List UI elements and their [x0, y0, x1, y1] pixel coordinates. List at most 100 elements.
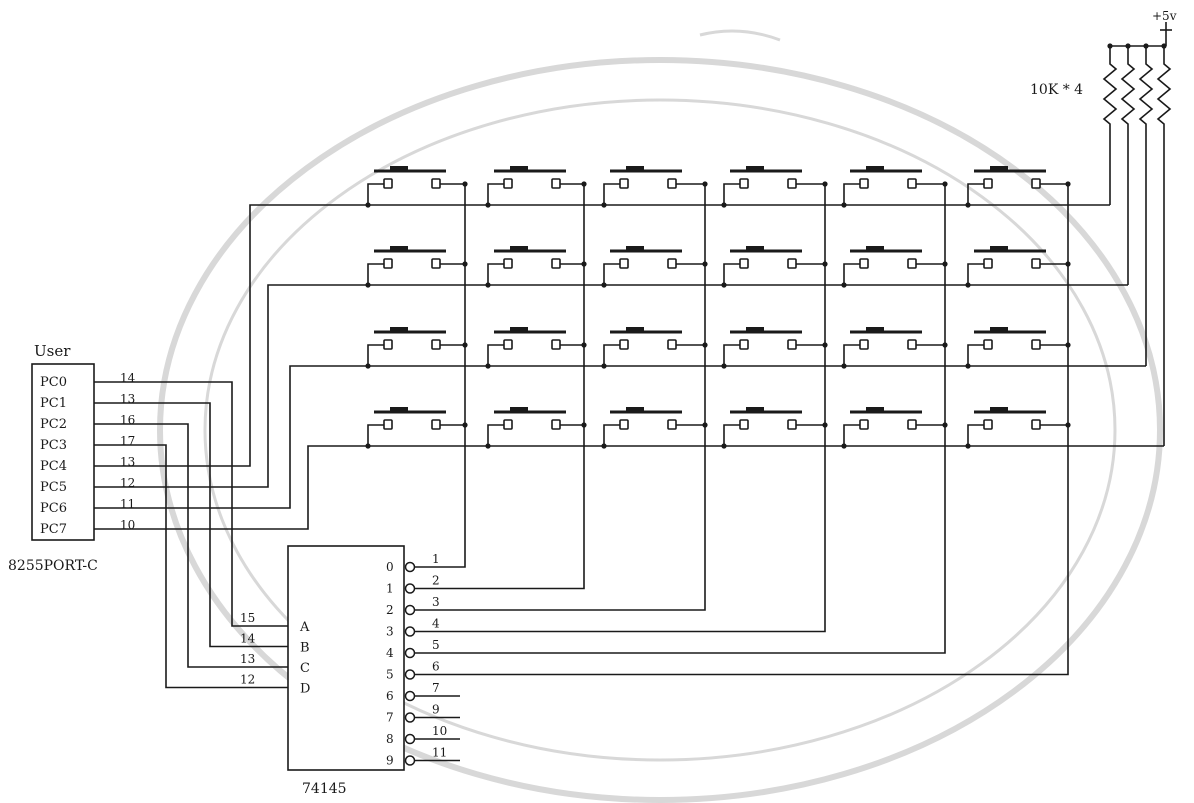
junction-dot: [485, 282, 491, 288]
junction-dot: [702, 342, 708, 348]
switch-plunger: [866, 246, 884, 251]
resistor-array: [1102, 46, 1172, 446]
switch-contact: [551, 258, 561, 269]
switch-contact: [431, 258, 441, 269]
port-pin-label: PC7: [40, 522, 67, 537]
switch-contact: [907, 419, 917, 430]
switch-contact: [383, 178, 393, 189]
decoder-output-label: 0: [386, 560, 394, 574]
switch-plunger: [510, 166, 528, 171]
switch-contact: [1031, 419, 1041, 430]
switch-contact: [503, 419, 513, 430]
inversion-bubble: [404, 647, 416, 659]
user-box-title: User: [34, 342, 71, 360]
switch-contact: [1031, 258, 1041, 269]
push-button-switch: [487, 407, 584, 446]
junction-dot: [965, 202, 971, 208]
switch-lead: [603, 344, 620, 366]
port-c-box: [31, 363, 95, 541]
push-button-switch: [723, 246, 825, 285]
decoder-output-pin-number: 6: [432, 660, 440, 674]
switch-plunger: [626, 246, 644, 251]
port-pin-number: 13: [120, 455, 135, 469]
push-button-switch: [367, 407, 465, 446]
port-pin-number: 13: [120, 392, 135, 406]
switch-contact: [619, 339, 629, 350]
push-button-switch: [603, 166, 705, 205]
switch-lead: [843, 344, 860, 366]
switch-lead: [487, 424, 504, 446]
junction-dot: [822, 261, 828, 267]
switch-contact: [551, 339, 561, 350]
decoder-output-label: 8: [386, 732, 394, 746]
decoder-input-label: C: [300, 661, 310, 676]
switch-contact: [667, 258, 677, 269]
junction-dot: [702, 261, 708, 267]
switch-lead: [367, 183, 384, 205]
port-pin-label: PC4: [40, 459, 67, 474]
decoder-input-label: D: [300, 682, 310, 697]
junction-dot: [841, 282, 847, 288]
push-button-switch: [967, 327, 1068, 366]
switch-plunger: [990, 246, 1008, 251]
decoder-input-label: A: [299, 620, 310, 635]
junction-dot: [702, 422, 708, 428]
decoder-output-pin-number: 11: [432, 746, 447, 760]
decoder-output-pin-number: 5: [432, 638, 440, 652]
junction-dot: [601, 202, 607, 208]
decoder-output-label: 7: [386, 711, 394, 725]
decoder-label: 74145: [302, 781, 347, 797]
inversion-bubble: [404, 755, 416, 766]
junction-dot: [965, 282, 971, 288]
switch-contact: [787, 258, 797, 269]
column-bus: [460, 184, 1069, 676]
decoder-input-label: B: [300, 641, 310, 656]
switch-lead: [843, 263, 860, 285]
junction-dot: [822, 342, 828, 348]
decoder-output-label: 6: [386, 689, 394, 703]
pull-up-resistor: [1138, 46, 1154, 366]
port-pin-number: 10: [120, 518, 135, 532]
push-button-switch: [487, 246, 584, 285]
push-button-switch: [843, 327, 945, 366]
decoder-input-pin-number: 13: [240, 652, 255, 666]
row-select-wire: [94, 365, 368, 509]
decoder-input-pin-number: 15: [240, 611, 255, 625]
decoder-output-label: 2: [386, 603, 394, 617]
switch-contact: [739, 339, 749, 350]
junction-dot: [601, 363, 607, 369]
junction-dot: [1107, 43, 1113, 49]
decoder-output-label: 3: [386, 625, 394, 639]
supply-label: +5v: [1152, 9, 1177, 23]
switch-contact: [739, 178, 749, 189]
junction-dot: [1161, 43, 1167, 49]
switch-lead: [367, 424, 384, 446]
junction-dot: [721, 363, 727, 369]
switch-plunger: [626, 407, 644, 412]
port-caption: 8255PORT-C: [8, 558, 98, 574]
switch-lead: [723, 424, 740, 446]
decoder-input-wire: [94, 381, 288, 627]
pull-up-resistor: [1120, 46, 1136, 285]
decoder-output-label: 1: [386, 582, 394, 596]
switch-contact: [431, 419, 441, 430]
switch-lead: [723, 344, 740, 366]
switch-contact: [1031, 339, 1041, 350]
junction-dot: [1125, 43, 1131, 49]
switch-lead: [967, 424, 984, 446]
switch-contact: [383, 258, 393, 269]
port-pin-label: PC0: [40, 375, 67, 390]
switch-lead: [603, 263, 620, 285]
switch-plunger: [746, 166, 764, 171]
port-pin-number: 12: [120, 476, 135, 490]
push-button-switch: [603, 407, 705, 446]
column-bus: [460, 184, 946, 654]
inversion-bubble: [404, 690, 416, 702]
switch-contact: [739, 258, 749, 269]
junction-dot: [721, 443, 727, 449]
junction-dot: [841, 443, 847, 449]
inversion-bubble: [404, 561, 416, 573]
